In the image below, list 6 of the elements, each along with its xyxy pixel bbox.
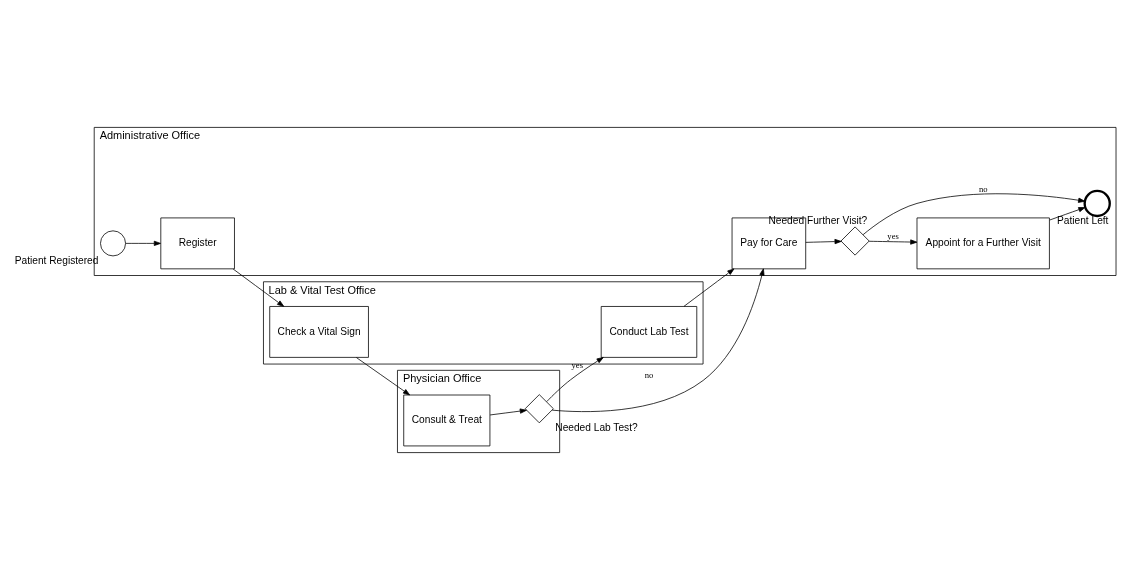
node-label: Patient Registered xyxy=(14,255,99,267)
node-label: Patient Left xyxy=(1056,215,1109,227)
node-label: Needed Further Visit? xyxy=(768,215,868,227)
edge-label: yes xyxy=(887,231,899,242)
edge-label: no xyxy=(978,183,988,194)
edge-label: no xyxy=(644,370,654,380)
